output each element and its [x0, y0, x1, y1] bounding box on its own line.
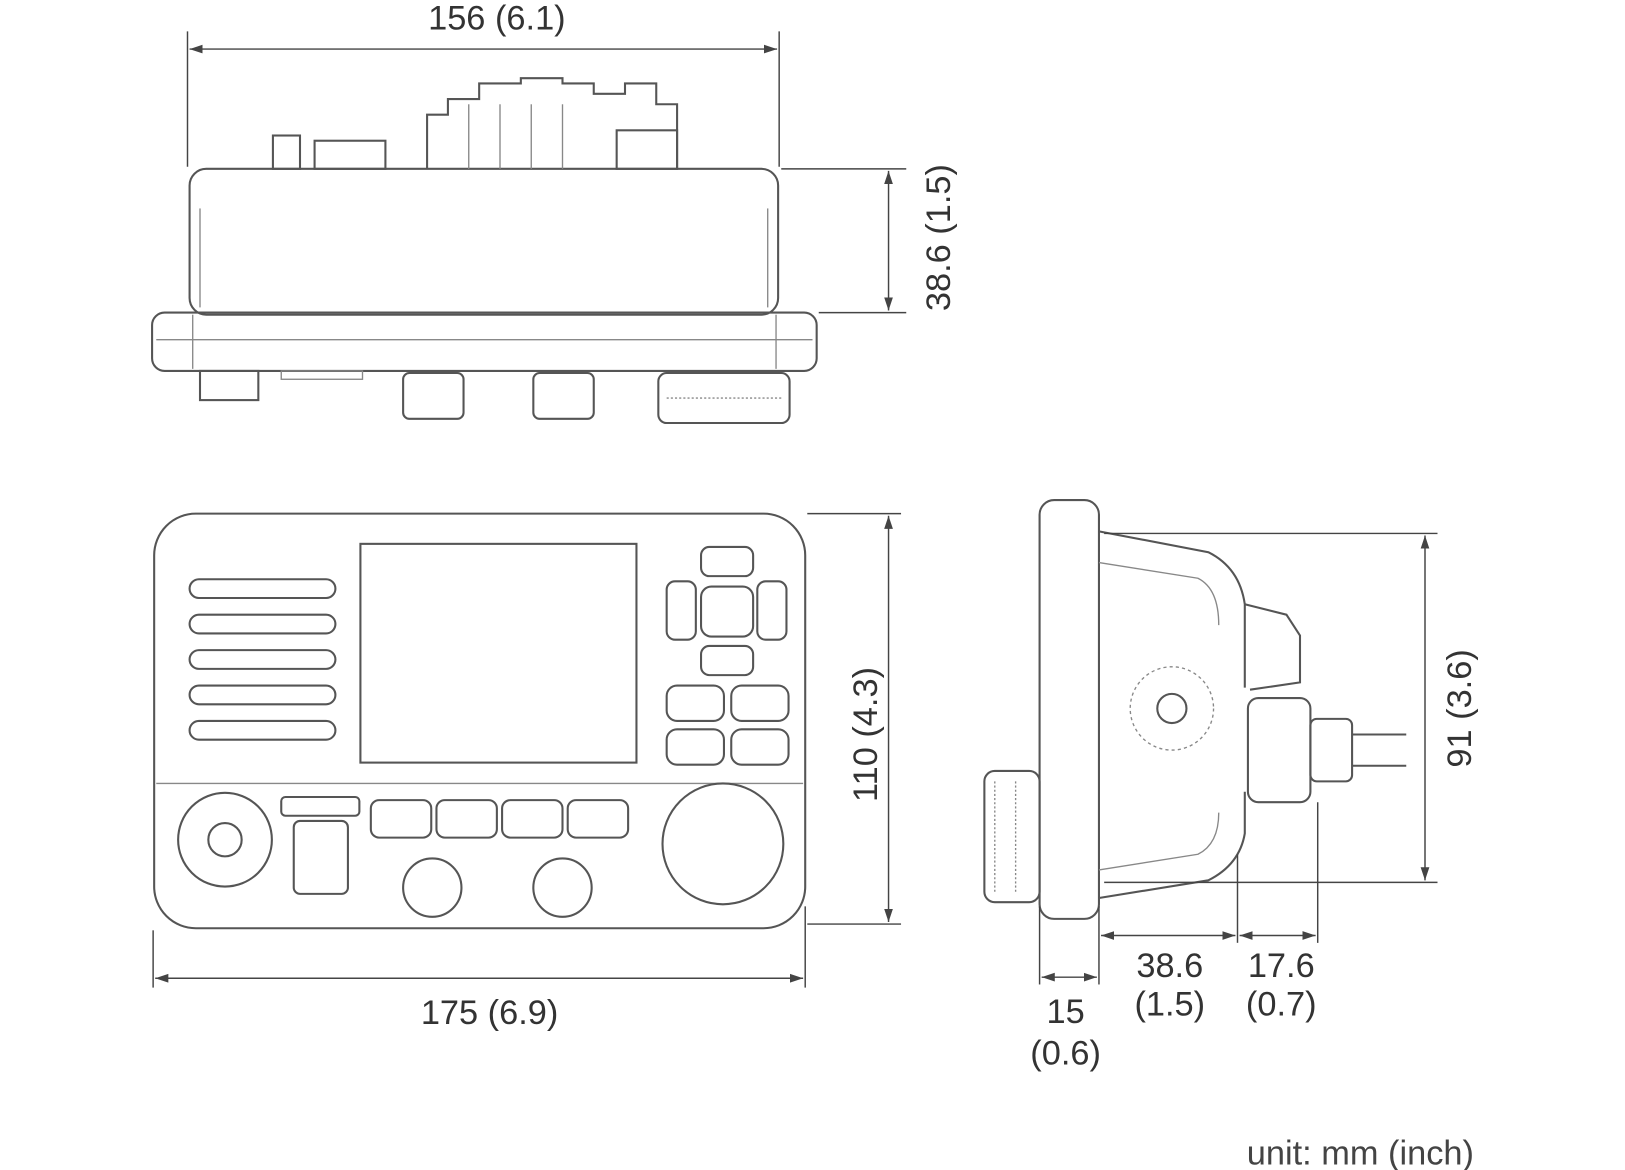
side-height-dimension: 91 (3.6): [1104, 532, 1479, 884]
front-width-label: 175 (6.9): [421, 994, 559, 1032]
front-depth-mm: 15: [1047, 993, 1085, 1031]
front-height-dimension: 110 (4.3): [807, 512, 902, 925]
rear-depth-inch: (0.7): [1246, 986, 1317, 1024]
front-height-label: 110 (4.3): [847, 667, 885, 802]
front-width-dimension: 175 (6.9): [152, 906, 806, 1032]
side-view: [983, 499, 1407, 920]
speaker-grille: [188, 578, 337, 741]
top-depth-dimension: 38.6 (1.5): [781, 164, 958, 314]
body-depth-inch: (1.5): [1134, 986, 1205, 1024]
unit-label: unit: mm (inch): [1247, 1135, 1474, 1170]
top-width-dimension: 156 (6.1): [186, 0, 780, 167]
side-depth-dimensions: 15 (0.6) 38.6 (1.5) 17.6 (0.7): [1030, 802, 1319, 1073]
front-view: [153, 512, 807, 930]
rear-depth-mm: 17.6: [1248, 947, 1315, 985]
top-width-label: 156 (6.1): [428, 0, 566, 37]
front-depth-inch: (0.6): [1030, 1035, 1101, 1073]
body-depth-mm: 38.6: [1136, 947, 1203, 985]
top-view: [151, 77, 818, 425]
side-height-label: 91 (3.6): [1441, 649, 1479, 767]
top-depth-label: 38.6 (1.5): [920, 164, 958, 311]
